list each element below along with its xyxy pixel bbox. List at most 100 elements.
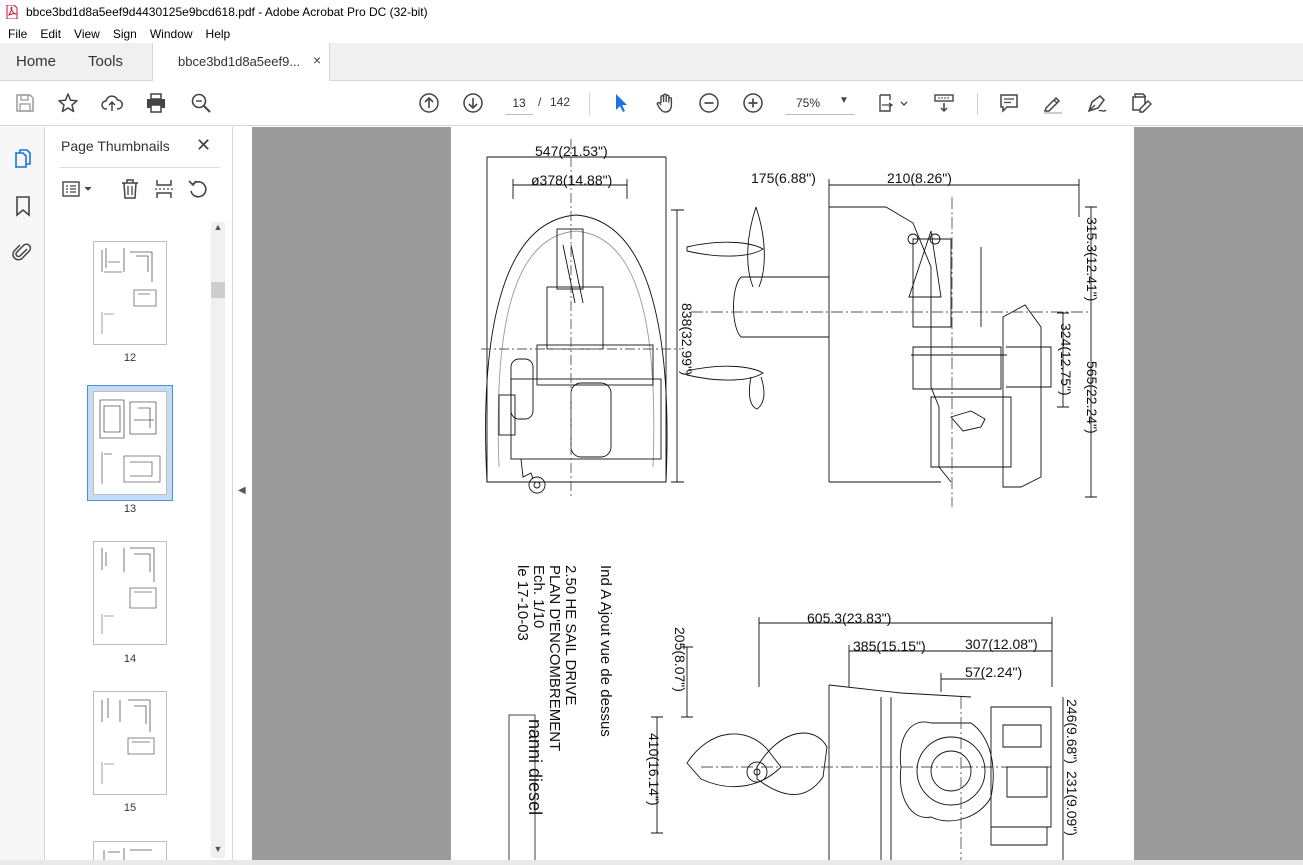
drawing-subtitle: PLAN D'ENCOMBREMENT — [546, 565, 563, 751]
bookmark-star-button[interactable] — [56, 91, 80, 115]
hand-tool-button[interactable] — [653, 91, 677, 115]
menu-file[interactable]: File — [8, 26, 28, 41]
dimension-label: ø378(14.88") — [531, 172, 612, 188]
manufacturer-logo: nanni diesel — [525, 719, 545, 815]
select-tool-button[interactable] — [609, 91, 633, 115]
dimension-label: 547(21.53") — [535, 143, 608, 159]
star-icon — [58, 93, 78, 113]
arrow-down-circle-icon — [463, 93, 483, 113]
chevron-down-icon: ▼ — [839, 95, 849, 106]
thumbnail-scrollbar[interactable]: ▲ ▼ — [211, 222, 225, 858]
panel-collapse-handle[interactable]: ◀ — [233, 127, 252, 865]
tab-close-icon[interactable]: × — [313, 52, 322, 68]
highlight-button[interactable] — [1041, 91, 1065, 115]
scroll-down-icon[interactable]: ▼ — [213, 844, 223, 854]
dimension-label: 605.3(23.83") — [807, 610, 891, 626]
page-thumbnails-toggle[interactable] — [11, 148, 35, 172]
scroll-up-icon[interactable]: ▲ — [213, 222, 223, 232]
attachments-toggle[interactable] — [11, 240, 35, 264]
menu-window[interactable]: Window — [149, 26, 193, 41]
previous-page-button[interactable] — [417, 91, 441, 115]
dimension-label: 324(12.75") — [1058, 323, 1074, 396]
thumbnail-label: 12 — [123, 352, 137, 364]
extract-pages-button[interactable] — [151, 177, 177, 201]
fit-page-button[interactable] — [876, 91, 912, 115]
sign-button[interactable] — [1085, 91, 1109, 115]
comment-button[interactable] — [997, 91, 1021, 115]
menu-bar: File Edit View Sign Window Help — [0, 24, 1303, 43]
panel-close-icon[interactable]: ✕ — [196, 135, 212, 155]
tab-bar: Home Tools bbce3bd1d8a5eef9... × — [0, 43, 1303, 81]
zoom-search-icon — [191, 93, 211, 113]
tab-document-label: bbce3bd1d8a5eef9... — [178, 54, 301, 69]
panel-title: Page Thumbnails — [61, 138, 170, 154]
drawing-date: le 17-10-03 — [514, 565, 531, 641]
thumbnail-preview — [101, 698, 155, 784]
dimension-label: 315.3(12.41") — [1084, 217, 1100, 301]
zoom-out-button[interactable] — [697, 91, 721, 115]
bookmark-icon — [16, 196, 30, 217]
thumbnail-preview — [101, 248, 157, 334]
page-thumbnail-13[interactable] — [93, 391, 167, 495]
tab-document[interactable]: bbce3bd1d8a5eef9... × — [152, 43, 330, 81]
title-bar: bbce3bd1d8a5eef9d4430125e9bcd618.pdf - A… — [0, 0, 1303, 24]
stamp-edit-icon — [1132, 93, 1152, 113]
dimension-label: 838(32.99") — [679, 303, 695, 376]
tab-home[interactable]: Home — [16, 53, 57, 70]
print-button[interactable] — [144, 91, 168, 115]
menu-sign[interactable]: Sign — [112, 26, 137, 41]
paperclip-icon — [12, 243, 32, 261]
arrow-up-circle-icon — [419, 93, 439, 113]
bottom-status-strip — [0, 860, 1303, 865]
page-total: 142 — [550, 95, 571, 109]
dimension-label: 307(12.08") — [965, 636, 1038, 652]
next-page-button[interactable] — [461, 91, 485, 115]
bookmarks-toggle[interactable] — [11, 194, 35, 218]
cursor-arrow-icon — [616, 94, 627, 112]
zoom-in-button[interactable] — [741, 91, 765, 115]
drawing-title: 2.50 HE SAIL DRIVE — [562, 565, 579, 705]
trash-icon — [122, 179, 138, 199]
collapse-left-icon: ◀ — [238, 485, 246, 496]
page-thumbnail-12[interactable] — [93, 241, 167, 345]
dimension-label: 210(8.26") — [887, 170, 952, 186]
upload-cloud-button[interactable] — [100, 91, 124, 115]
thumbnail-preview — [99, 399, 161, 484]
thumbnail-label: 13 — [123, 503, 137, 515]
pdf-page: 547(21.53") ø378(14.88") 175(6.88") 210(… — [451, 127, 1134, 865]
page-number-input[interactable] — [505, 91, 533, 115]
menu-edit[interactable]: Edit — [40, 26, 62, 41]
dimension-label: 410(16.14") — [646, 733, 662, 806]
window-title: bbce3bd1d8a5eef9d4430125e9bcd618.pdf - A… — [26, 5, 428, 19]
save-button[interactable] — [13, 91, 37, 115]
cloud-upload-icon — [101, 95, 123, 111]
fit-width-icon — [879, 94, 908, 112]
panel-divider — [59, 167, 220, 168]
page-thumbnail-14[interactable] — [93, 541, 167, 645]
delete-page-button[interactable] — [117, 177, 143, 201]
zoom-level-select[interactable]: 75% ▼ — [785, 91, 855, 115]
page-thumbnails-panel: Page Thumbnails ✕ ▲ ▼ 12 13 — [45, 127, 233, 865]
thumbnail-preview — [103, 848, 152, 864]
menu-view[interactable]: View — [74, 26, 100, 41]
tab-tools[interactable]: Tools — [88, 53, 124, 70]
printer-icon — [147, 93, 165, 113]
find-button[interactable] — [189, 91, 213, 115]
scrolling-mode-icon — [934, 94, 954, 113]
save-icon — [16, 94, 34, 112]
comment-bubble-icon — [1000, 94, 1018, 113]
dimension-label: 246(9.68") — [1064, 699, 1080, 764]
redact-button[interactable] — [1129, 91, 1153, 115]
thumbnail-options-button[interactable] — [59, 177, 97, 201]
rotate-page-button[interactable] — [185, 177, 211, 201]
scrollbar-thumb[interactable] — [211, 282, 225, 298]
options-menu-icon — [62, 181, 92, 197]
scroll-mode-button[interactable] — [932, 91, 956, 115]
page-thumbnail-15[interactable] — [93, 691, 167, 795]
menu-help[interactable]: Help — [205, 26, 231, 41]
pages-copy-icon — [15, 149, 31, 168]
acrobat-pdf-icon — [6, 5, 18, 19]
navigation-rail — [0, 127, 45, 865]
document-view[interactable]: 547(21.53") ø378(14.88") 175(6.88") 210(… — [252, 127, 1303, 865]
page-separator: / — [538, 95, 542, 109]
